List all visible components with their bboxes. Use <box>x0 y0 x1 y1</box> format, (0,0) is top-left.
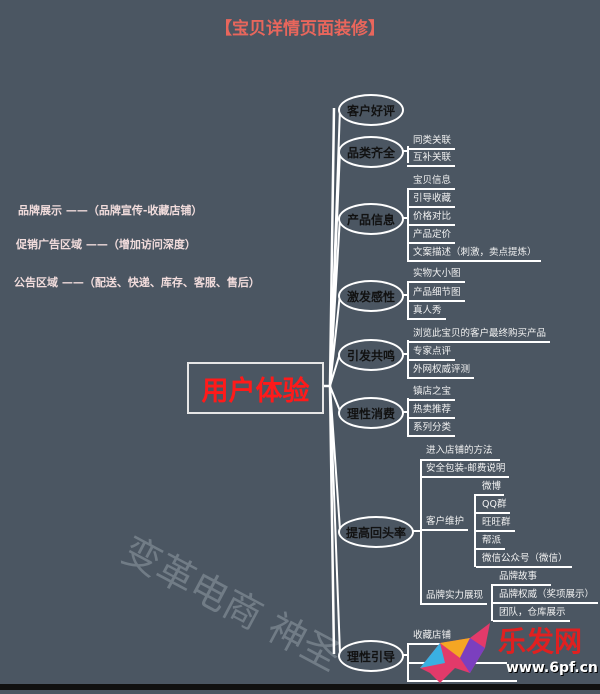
leaf: 互补关联 <box>407 151 456 167</box>
leaf: 微博 <box>482 481 502 492</box>
leaf: 团队，仓库展示 <box>493 606 570 622</box>
leaf: 真人秀 <box>407 304 446 320</box>
leaf: 宝贝信息 <box>407 174 456 190</box>
leaf: 产品细节图 <box>407 286 465 302</box>
connector-line <box>402 150 408 152</box>
leaf: 同类关联 <box>407 134 456 150</box>
branch-resonance: 引发共鸣 <box>338 339 404 371</box>
leaf: QQ群 <box>476 498 511 514</box>
connector-line <box>407 146 409 163</box>
leaf: 镇店之宝 <box>407 385 456 401</box>
branch-full-category: 品类齐全 <box>338 136 404 168</box>
logo-url: www.6pf.cn <box>506 660 598 676</box>
connector-line <box>402 217 408 219</box>
leaf: 旺旺群 <box>476 516 515 532</box>
connector-line <box>412 530 421 532</box>
connector-line <box>420 459 500 461</box>
connector-line <box>474 494 504 496</box>
leaf: 引导收藏 <box>407 192 456 208</box>
branch-rational-guide: 理性引导 <box>338 640 404 672</box>
connector-line <box>402 411 408 413</box>
branch-customer-reviews: 客户好评 <box>338 94 404 126</box>
connector-line <box>402 353 408 355</box>
leaf: 收藏店铺 <box>407 629 456 645</box>
leaf: 热卖推荐 <box>407 403 456 419</box>
connector-line <box>420 459 422 605</box>
branch-product-info: 产品信息 <box>338 203 404 235</box>
leaf: 安全包装-邮费说明 <box>420 462 510 478</box>
logo-name: 乐发网 <box>498 625 583 658</box>
leaf: 价格对比 <box>407 210 456 226</box>
connector-line <box>407 680 517 682</box>
leaf: 帮派 <box>476 534 506 550</box>
bull-logo-icon <box>420 623 490 683</box>
leaf: 浏览此宝贝的客户最终购买产品 <box>407 327 551 343</box>
leaf-customer-care: 客户维护 <box>420 515 469 531</box>
note-brand-display: 品牌展示 ——（品牌宣传-收藏店铺） <box>18 204 203 217</box>
leaf: 系列分类 <box>407 421 456 437</box>
connector-line <box>407 281 409 318</box>
leaf-brand-strength: 品牌实力展现 <box>420 589 488 605</box>
connector-line <box>474 494 476 567</box>
branch-return-rate: 提高回头率 <box>338 516 414 548</box>
leaf: 文案描述（刺激，卖点提炼） <box>407 246 541 262</box>
leaf: 品牌故事 <box>499 571 538 582</box>
leaf: 专家点评 <box>407 345 456 361</box>
leaf: 外网权威评测 <box>407 363 475 379</box>
central-topic: 用户体验 <box>187 362 324 414</box>
leaf: 进入店铺的方法 <box>426 445 493 456</box>
branch-rational-consumption: 理性消费 <box>338 397 404 429</box>
connector-line <box>491 584 551 586</box>
page-title: 【宝贝详情页面装修】 <box>215 19 385 39</box>
leaf: 品牌权威（奖项展示） <box>493 588 599 604</box>
leaf: 产品定价 <box>407 228 456 244</box>
connector-line <box>491 584 493 621</box>
bottom-bar <box>0 684 600 690</box>
leaf: 微信公众号（微信） <box>476 552 572 568</box>
leaf: 实物大小图 <box>407 267 465 283</box>
note-promo-area: 促销广告区域 ——（增加访问深度） <box>16 238 196 251</box>
connector-line <box>402 294 408 296</box>
note-announcement: 公告区域 ——（配送、快递、库存、客服、售后） <box>14 276 260 289</box>
connector-line <box>402 654 408 656</box>
site-logo: 乐发网 www.6pf.cn <box>410 618 600 690</box>
branch-emotional: 激发感性 <box>338 280 404 312</box>
